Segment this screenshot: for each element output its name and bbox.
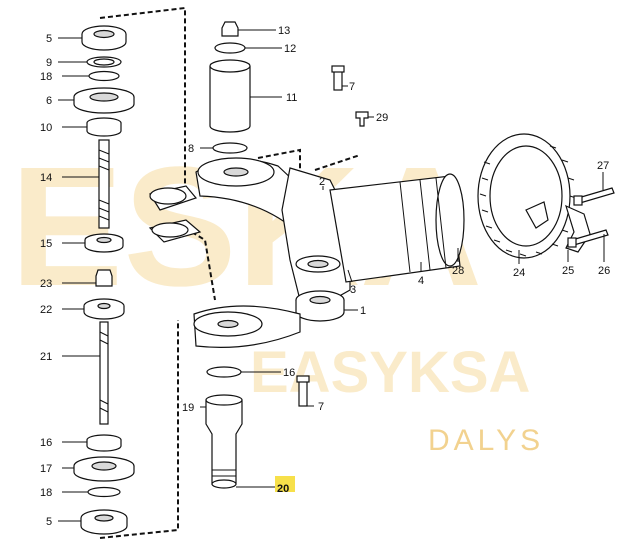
label-16-left: 16 xyxy=(40,437,52,449)
label-19: 19 xyxy=(182,402,194,414)
label-8: 8 xyxy=(188,143,194,155)
label-15: 15 xyxy=(40,238,52,250)
label-20: 20 xyxy=(277,483,289,495)
label-3: 3 xyxy=(350,284,356,296)
label-11: 11 xyxy=(286,92,297,104)
label-26: 26 xyxy=(598,265,610,277)
left-stack xyxy=(73,25,135,535)
label-4: 4 xyxy=(418,275,424,287)
brake-ring-assembly xyxy=(477,133,615,259)
label-5-bottom: 5 xyxy=(46,516,52,528)
label-18-bottom: 18 xyxy=(40,487,52,499)
label-27: 27 xyxy=(597,160,609,172)
watermark-brand-mid: EASYKSA xyxy=(250,340,530,405)
highlight-marker xyxy=(275,476,295,492)
label-16-center: 16 xyxy=(283,367,295,379)
label-14: 14 xyxy=(40,172,52,184)
knuckle-assembly xyxy=(148,21,465,489)
label-13: 13 xyxy=(278,25,290,37)
label-7-top: 7 xyxy=(349,81,355,93)
callouts: 5 9 18 6 10 14 15 23 22 21 16 17 18 5 13… xyxy=(40,25,610,528)
label-21: 21 xyxy=(40,351,52,363)
label-28: 28 xyxy=(452,265,464,277)
label-2: 2 xyxy=(319,176,325,188)
label-7-bottom: 7 xyxy=(318,401,324,413)
label-24: 24 xyxy=(513,267,525,279)
label-6: 6 xyxy=(46,95,52,107)
label-1: 1 xyxy=(360,305,366,317)
label-17: 17 xyxy=(40,463,52,475)
watermark-brand-small: DALYS xyxy=(428,424,544,457)
label-5-top: 5 xyxy=(46,33,52,45)
label-23: 23 xyxy=(40,278,52,290)
label-25: 25 xyxy=(562,265,574,277)
label-10: 10 xyxy=(40,122,52,134)
assembly-dashed-lines xyxy=(99,6,361,539)
label-12: 12 xyxy=(284,43,296,55)
label-9: 9 xyxy=(46,57,52,69)
label-22: 22 xyxy=(40,304,52,316)
label-18-top: 18 xyxy=(40,71,52,83)
label-29: 29 xyxy=(376,112,388,124)
